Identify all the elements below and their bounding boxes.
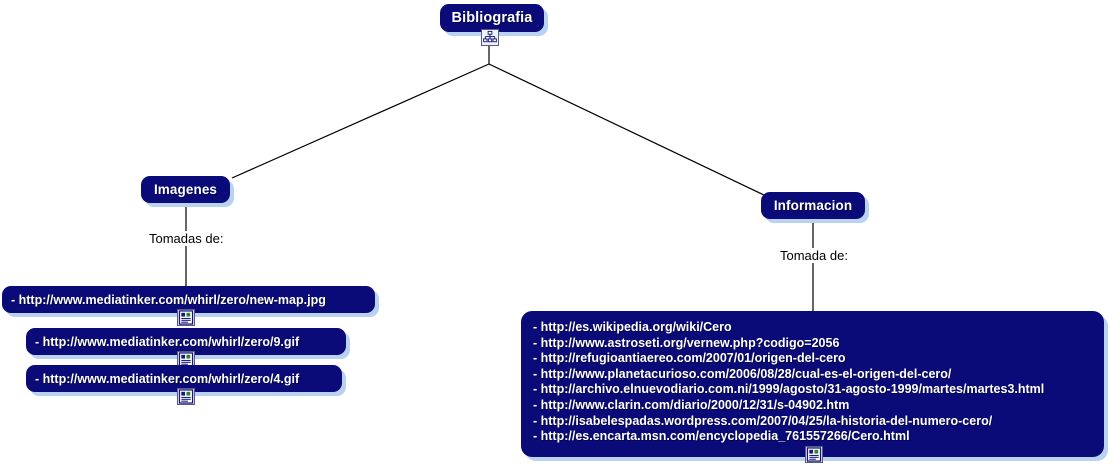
image-note-icon[interactable] (177, 351, 195, 368)
info-url-line: - http://www.clarin.com/diario/2000/12/3… (533, 397, 850, 412)
node-bibliografia[interactable]: Bibliografia (440, 4, 544, 32)
caption-tomada-de: Tomada de: (777, 248, 851, 263)
node-bibliografia-label: Bibliografia (451, 10, 533, 26)
hierarchy-tree-icon[interactable] (481, 29, 499, 46)
url-text: - http://www.mediatinker.com/whirl/zero/… (11, 292, 326, 307)
image-note-icon[interactable] (177, 388, 195, 405)
info-url-line: - http://www.planetacurioso.com/2006/08/… (533, 366, 952, 381)
info-url-line: - http://archivo.elnuevodiario.com.ni/19… (533, 382, 1045, 397)
image-note-icon[interactable] (805, 446, 823, 463)
url-text: - http://www.mediatinker.com/whirl/zero/… (35, 334, 300, 349)
image-note-icon[interactable] (177, 309, 195, 326)
node-informacion[interactable]: Informacion (761, 192, 865, 219)
info-url-line: - http://es.wikipedia.org/wiki/Cero (533, 320, 732, 334)
url-box-new-map-jpg[interactable]: - http://www.mediatinker.com/whirl/zero/… (2, 286, 375, 313)
node-imagenes[interactable]: Imagenes (141, 176, 230, 203)
info-url-line: - http://www.astroseti.org/vernew.php?co… (533, 335, 840, 350)
node-informacion-label: Informacion (773, 198, 853, 213)
url-box-4-gif[interactable]: - http://www.mediatinker.com/whirl/zero/… (26, 365, 342, 392)
info-url-line: - http://isabelespadas.wordpress.com/200… (533, 413, 993, 428)
url-text: - http://www.mediatinker.com/whirl/zero/… (35, 371, 300, 386)
info-url-line: - http://es.encarta.msn.com/encyclopedia… (533, 429, 910, 444)
info-box-informacion[interactable]: - http://es.wikipedia.org/wiki/Cero - ht… (521, 311, 1104, 457)
caption-tomadas-de: Tomadas de: (146, 231, 227, 246)
url-box-9-gif[interactable]: - http://www.mediatinker.com/whirl/zero/… (26, 328, 346, 355)
info-url-line: - http://refugioantiaereo.com/2007/01/or… (533, 351, 846, 366)
node-imagenes-label: Imagenes (153, 182, 218, 197)
